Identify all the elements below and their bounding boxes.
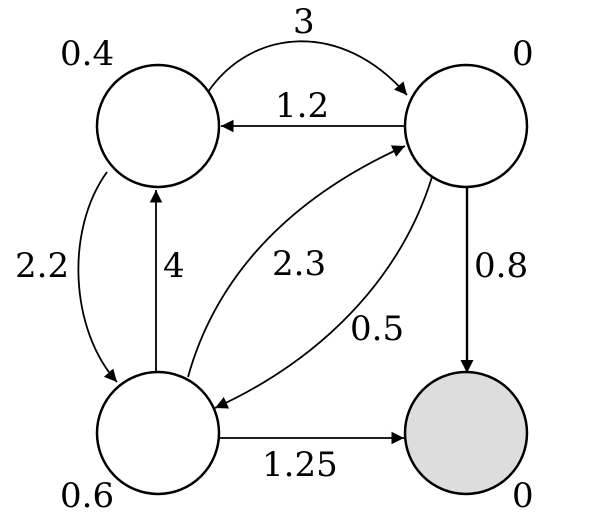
node-top-left-value: 0.4	[60, 34, 114, 74]
edge-bl-to-tr	[187, 145, 406, 378]
edge-bl-to-tr-weight: 2.3	[272, 244, 326, 284]
edge-tr-to-bl-weight: 0.5	[350, 309, 404, 349]
node-bottom-left-value: 0.6	[60, 476, 114, 516]
edge-tl-to-tr	[207, 40, 408, 96]
node-top-right-value: 0	[512, 34, 534, 74]
node-bottom-right-target	[403, 370, 529, 496]
edge-tr-to-br-weight: 0.8	[474, 246, 528, 286]
edge-bl-to-tl-weight: 4	[163, 246, 185, 286]
edge-tl-to-tr-weight: 3	[293, 2, 315, 42]
node-top-left	[95, 63, 221, 189]
edge-tr-to-tl-weight: 1.2	[275, 86, 329, 126]
node-bottom-left	[95, 370, 221, 496]
node-bottom-right-value: 0	[512, 476, 534, 516]
node-top-right	[403, 63, 529, 189]
edge-tr-to-bl	[214, 176, 433, 409]
edge-tl-to-bl	[77, 171, 118, 383]
edge-tl-to-bl-weight: 2.2	[15, 246, 69, 286]
edge-bl-to-br-weight: 1.25	[262, 445, 338, 485]
